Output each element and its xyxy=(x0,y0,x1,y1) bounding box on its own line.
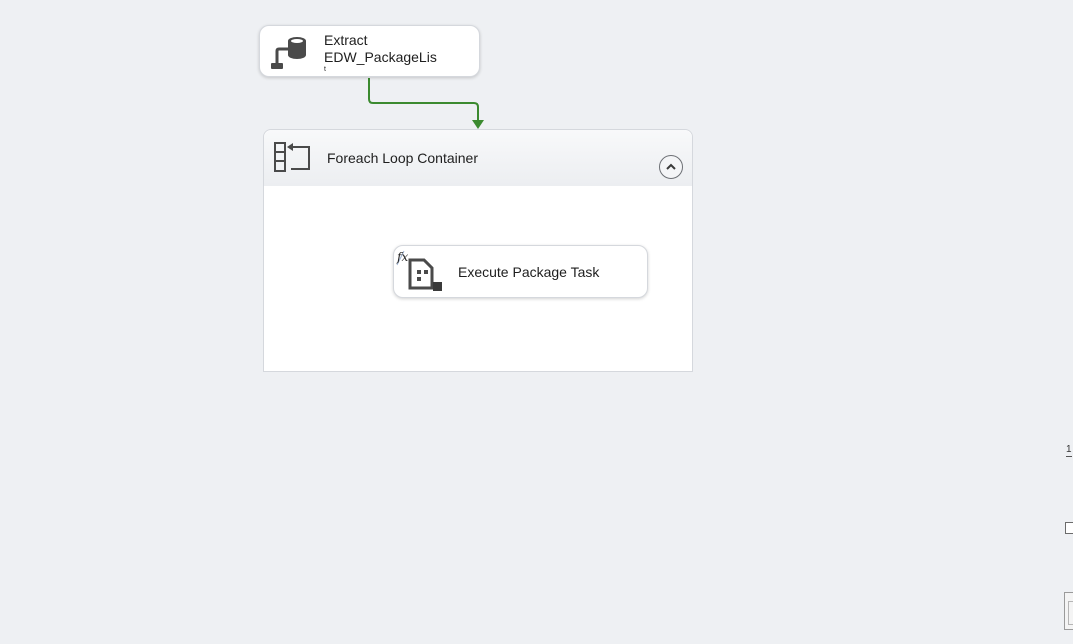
extract-label-line3: t xyxy=(324,66,326,73)
container-header[interactable]: Foreach Loop Container xyxy=(264,130,692,186)
zoom-level-fragment[interactable]: 1 xyxy=(1066,444,1072,457)
fit-to-window-button[interactable] xyxy=(1065,522,1073,534)
container-title: Foreach Loop Container xyxy=(327,150,478,166)
fx-badge-text: fx xyxy=(396,250,408,264)
extract-label-line2: EDW_PackageLis xyxy=(324,49,437,65)
extract-task-label: Extract EDW_PackageLis t xyxy=(324,32,474,74)
execute-package-icon xyxy=(408,258,442,291)
chevron-up-icon xyxy=(666,163,676,170)
foreach-loop-icon xyxy=(274,142,310,172)
execute-package-task-label: Execute Package Task xyxy=(458,264,600,280)
extract-label-line1: Extract xyxy=(324,32,368,48)
expression-fx-icon: fx xyxy=(396,250,408,266)
extract-task[interactable]: Extract EDW_PackageLis t xyxy=(259,25,480,77)
data-source-icon xyxy=(271,37,306,69)
navigator-panel-button[interactable] xyxy=(1064,592,1073,630)
collapse-button[interactable] xyxy=(659,155,683,179)
execute-package-task[interactable]: fx Execute Package Task xyxy=(393,245,648,298)
